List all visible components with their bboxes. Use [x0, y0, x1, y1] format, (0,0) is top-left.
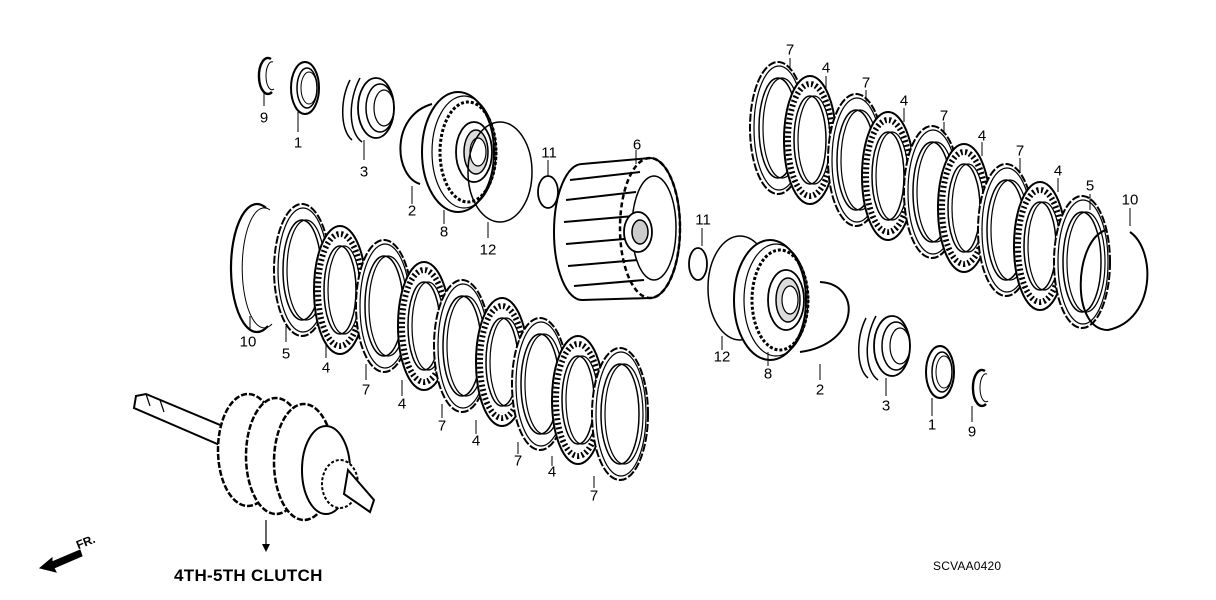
piston8-top — [420, 90, 498, 214]
callout-7: 7 — [589, 487, 599, 505]
callout-5: 5 — [1085, 177, 1095, 195]
callout-7: 7 — [861, 74, 871, 92]
clip9-top — [257, 56, 276, 96]
callout-5: 5 — [281, 345, 291, 363]
callout-8: 8 — [763, 365, 773, 383]
ring1-top — [290, 61, 320, 115]
callout-7: 7 — [437, 417, 447, 435]
callout-12: 12 — [713, 348, 731, 366]
ring1-mid — [925, 345, 955, 399]
oring12-top — [467, 121, 533, 223]
snapring10-right — [1079, 229, 1149, 332]
callout-4: 4 — [821, 59, 831, 77]
diagram-title: 4TH-5TH CLUTCH — [174, 566, 323, 585]
friction4-r1 — [784, 76, 836, 204]
clutch-drum-6 — [553, 156, 682, 301]
callout-10: 10 — [1121, 191, 1139, 209]
clip9-mid — [971, 368, 990, 408]
callout-12: 12 — [479, 241, 497, 259]
callout-2: 2 — [407, 202, 417, 220]
callout-7: 7 — [1015, 142, 1025, 160]
callout-7: 7 — [361, 381, 371, 399]
callout-4: 4 — [899, 92, 909, 110]
callout-9: 9 — [259, 109, 269, 127]
mainshaft-assembly — [132, 392, 376, 552]
snapring2-mid — [799, 281, 850, 353]
callout-4: 4 — [1053, 162, 1063, 180]
callout-1: 1 — [293, 134, 303, 152]
callout-4: 4 — [321, 359, 331, 377]
callout-4: 4 — [397, 395, 407, 413]
spring3-mid — [857, 315, 911, 381]
leader-lines — [249, 58, 1131, 488]
ring11-mid — [688, 247, 708, 281]
snapring2-top — [399, 103, 433, 185]
callout-4: 4 — [471, 432, 481, 450]
callout-1: 1 — [927, 416, 937, 434]
callout-10: 10 — [239, 333, 257, 351]
callout-9: 9 — [967, 423, 977, 441]
piston8-mid — [732, 238, 810, 362]
callout-7: 7 — [513, 452, 523, 470]
callout-4: 4 — [547, 463, 557, 481]
diagram-code: SCVAA0420 — [933, 559, 1002, 573]
front-arrow-icon — [38, 549, 83, 573]
callout-7: 7 — [785, 41, 795, 59]
callout-11: 11 — [695, 211, 711, 229]
callout-6: 6 — [632, 136, 642, 154]
plate7-l4 — [591, 347, 649, 481]
callout-4: 4 — [977, 127, 987, 145]
ring11-top — [537, 175, 559, 209]
spring3-top — [341, 77, 395, 143]
callout-8: 8 — [439, 223, 449, 241]
snapring10-left — [229, 202, 274, 334]
callout-2: 2 — [815, 381, 825, 399]
plate5-right — [1053, 195, 1111, 329]
callout-3: 3 — [359, 163, 369, 181]
callout-11: 11 — [541, 144, 557, 162]
callout-7: 7 — [939, 107, 949, 125]
callout-3: 3 — [881, 397, 891, 415]
